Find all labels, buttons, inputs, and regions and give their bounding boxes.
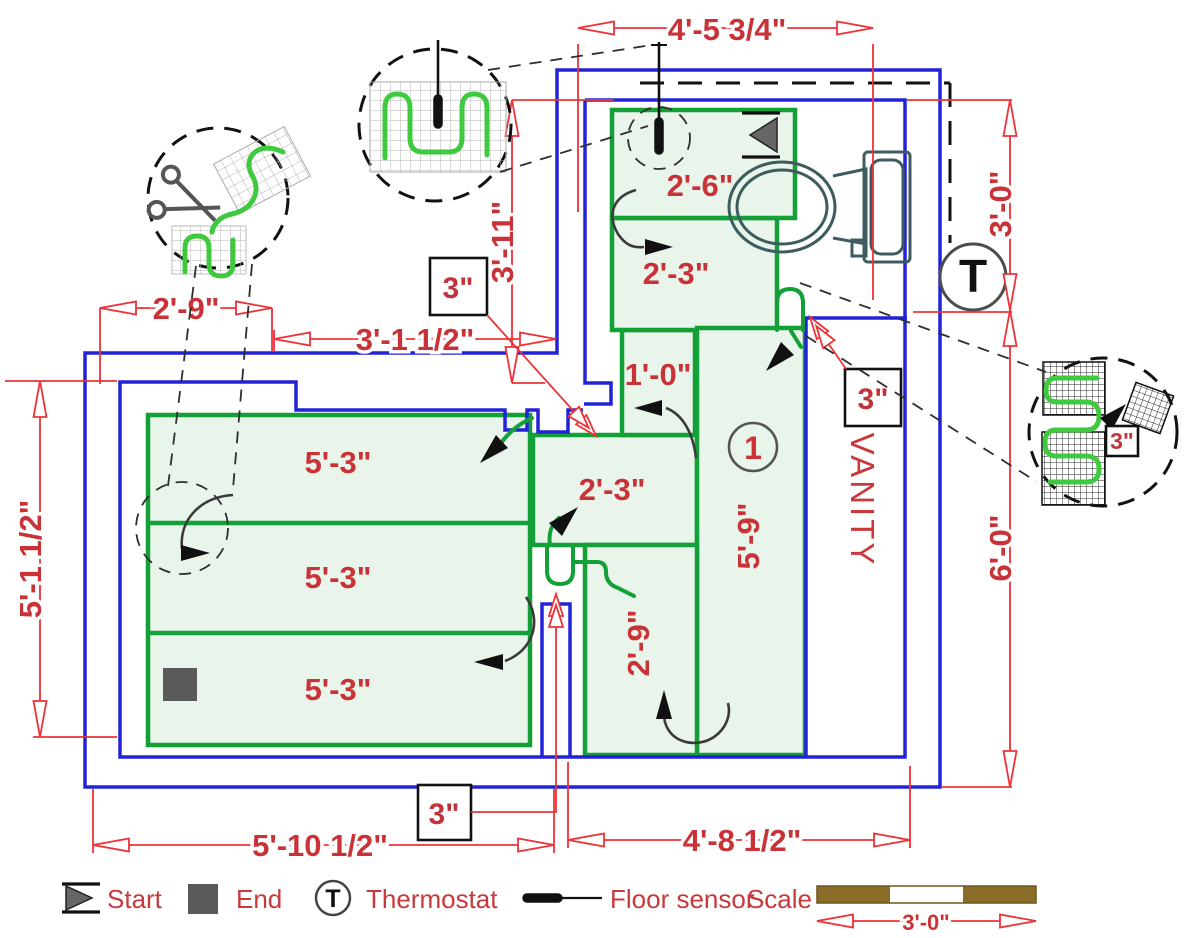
thermostat-icon: T <box>938 242 1008 312</box>
cable-routing <box>135 188 805 745</box>
label-room-run-2: 5'-3" <box>305 560 372 595</box>
area-number-bubble: 1 <box>727 421 779 473</box>
svg-text:T: T <box>325 885 340 913</box>
svg-text:3": 3" <box>858 383 889 416</box>
gap-callout-center: 3" <box>428 256 598 439</box>
inner-wall <box>118 98 907 759</box>
detail-cut-mat <box>146 125 312 490</box>
walls <box>83 68 942 789</box>
label-lower-run: 2'-9" <box>621 610 656 677</box>
vanity-run-mat <box>694 325 808 758</box>
turn-arrow <box>474 654 503 670</box>
label-room-run-3: 5'-3" <box>305 672 372 707</box>
svg-text:3": 3" <box>429 798 460 831</box>
legend-end-label: End <box>236 884 282 914</box>
turn-arrow <box>634 400 662 416</box>
label-vanity-run: 5'-9" <box>731 503 766 570</box>
turn-arrow <box>480 435 508 463</box>
area-number: 1 <box>744 430 762 466</box>
start-icon <box>742 111 780 159</box>
plan-symbols: T 1 <box>163 42 1008 701</box>
gap-callout-vanity: 3" <box>808 314 903 428</box>
label-hall-strip: 1'-0" <box>625 357 692 392</box>
dim-room-left-height: 5'-1 1/2" <box>13 500 48 619</box>
mat-labels: 2'-6" 2'-3" 1'-0" 2'-3" 5'-9" 2'-9" 5'-3… <box>305 168 881 707</box>
cable-loop <box>545 543 575 587</box>
turn-arrow <box>181 545 210 561</box>
floor-sensor-icon <box>627 42 691 170</box>
detail-spacing: 3" <box>799 282 1179 508</box>
dimensions: 4'-5 3/4" 3'-0" 6'-0" 5'-1 1/2" 2'-9" 3'… <box>5 9 1022 867</box>
vanity-cabinet-outline <box>804 316 907 757</box>
thermostat-letter: T <box>959 250 987 302</box>
hallway-mat <box>619 327 698 438</box>
dim-bottom-right: 4'-8 1/2" <box>683 823 802 858</box>
label-room-run-1: 5'-3" <box>305 445 372 480</box>
scissors-icon <box>146 164 221 222</box>
dim-bath-height: 3'-0" <box>983 171 1018 238</box>
legend-end-icon <box>188 884 218 914</box>
turn-arrow <box>645 239 673 255</box>
label-center-strip: 2'-3" <box>579 472 646 507</box>
scale-segment <box>890 886 963 903</box>
toilet-icon <box>727 150 912 264</box>
legend-start-icon <box>62 882 100 914</box>
scale-bar: Scale 3'-0" <box>747 884 1037 938</box>
scale-segment <box>963 886 1036 903</box>
lower-run-mat <box>582 542 700 758</box>
scale-segment <box>817 886 890 903</box>
outer-wall <box>83 68 942 789</box>
thermostat-wire-route <box>640 81 952 243</box>
legend-thermostat-icon: T <box>314 879 352 917</box>
legend-start-label: Start <box>107 884 163 914</box>
scale-value: 3'-0" <box>902 910 949 935</box>
main-room-mat <box>145 412 533 748</box>
turn-arrow <box>656 690 672 719</box>
svg-text:3": 3" <box>1110 428 1134 454</box>
detail-reference-circle <box>135 481 229 575</box>
gap-callout-bottom: 3" <box>416 591 565 842</box>
dim-hall-offset: 3'-1 1/2" <box>356 322 475 357</box>
legend: Start End T Thermostat Floor sensor <box>62 879 755 917</box>
svg-text:3": 3" <box>443 272 474 305</box>
dim-bottom-left: 5'-10 1/2" <box>252 828 388 863</box>
spacing-arrow <box>1100 404 1126 430</box>
vanity-label: VANITY <box>844 433 881 568</box>
legend-thermostat-label: Thermostat <box>366 884 498 914</box>
label-bath-mid: 2'-3" <box>643 256 710 291</box>
label-bath-top: 2'-6" <box>667 168 734 203</box>
scale-label: Scale <box>747 884 812 914</box>
dim-top-width: 4'-5 3/4" <box>668 12 787 47</box>
dim-hall-height: 3'-11" <box>485 201 520 283</box>
legend-floor-sensor-label: Floor sensor <box>610 884 755 914</box>
dim-vanity-side: 6'-0" <box>983 515 1018 582</box>
detail-floor-sensor <box>357 40 653 203</box>
bath-mid-mat <box>609 215 780 333</box>
gap-callout-detail: 3" <box>1104 424 1140 458</box>
dim-closet-width: 2'-9" <box>153 291 220 326</box>
cable-loop <box>775 286 805 332</box>
turn-arrow <box>549 507 578 536</box>
end-icon <box>163 668 197 701</box>
turn-arrow <box>766 342 794 371</box>
hall-jamb-wall <box>583 100 613 406</box>
